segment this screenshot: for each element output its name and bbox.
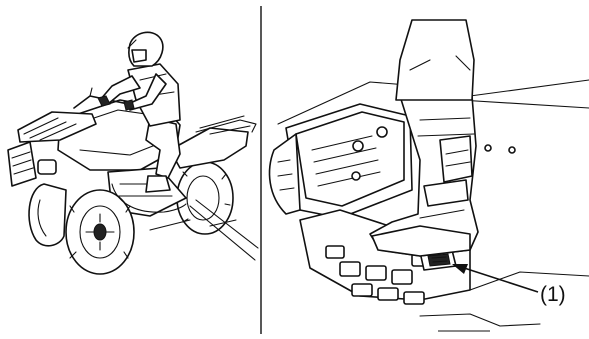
footrest-detail [270,20,589,326]
atv-rider-illustration [8,32,256,274]
callout-label: (1) [540,284,566,305]
